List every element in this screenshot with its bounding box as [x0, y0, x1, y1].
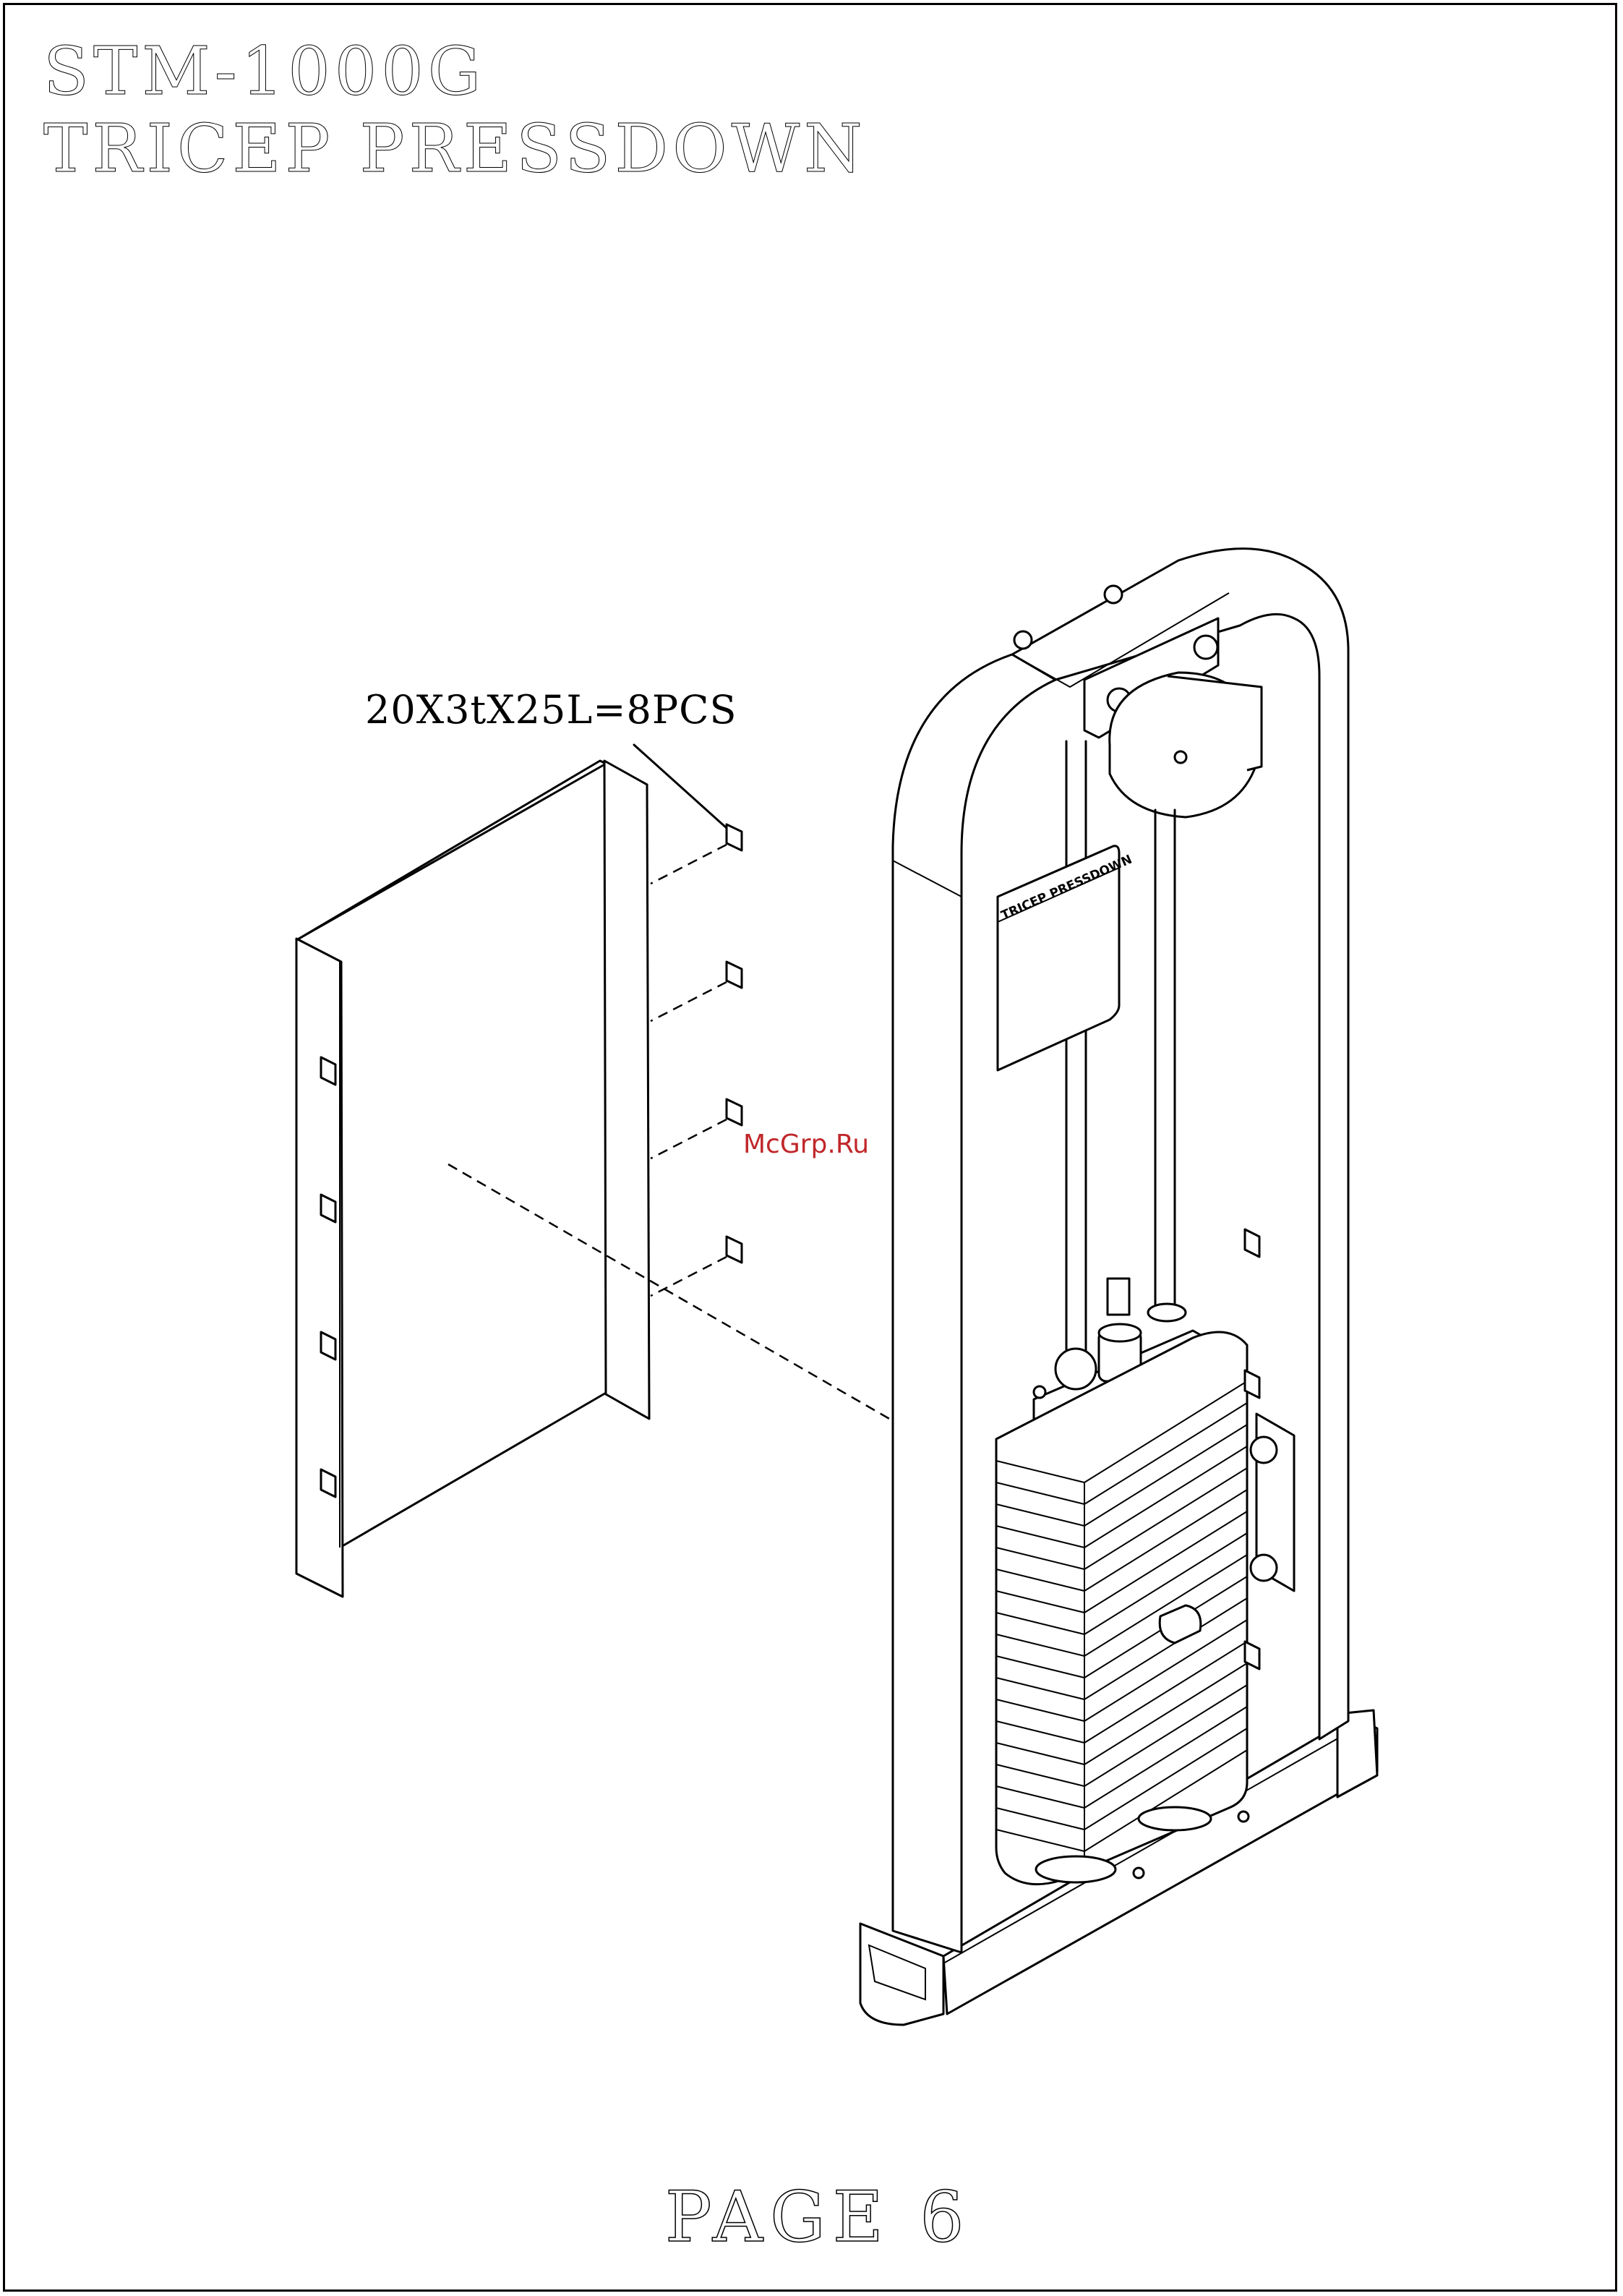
- pulley-axle: [1175, 751, 1186, 763]
- page-number: PAGE 6: [665, 2177, 971, 2258]
- shroud-panel: [296, 761, 649, 1597]
- stack-bumper: [1036, 1856, 1115, 1882]
- head-bolt: [1194, 636, 1217, 659]
- rod-bushing: [1148, 1304, 1186, 1321]
- carriage-knob: [1055, 1349, 1096, 1389]
- head-bolt: [1105, 586, 1122, 603]
- instruction-placard: TRICEP PRESSDOWN: [998, 846, 1134, 1070]
- callout-label: 20X3tX25L=8PCS: [365, 687, 737, 733]
- selector-rod-top: [1108, 1279, 1129, 1315]
- machine-frame: TRICEP PRESSDOWN: [860, 549, 1377, 2025]
- fastener-plates: [727, 824, 742, 1263]
- watermark: McGrp.Ru: [743, 1130, 869, 1159]
- stack-bumper: [1139, 1807, 1211, 1830]
- shroud-right-flange: [604, 761, 649, 1419]
- side-bracket: [1251, 1414, 1294, 1591]
- shroud-left-flange: [296, 939, 343, 1597]
- head-bolt: [1014, 631, 1032, 649]
